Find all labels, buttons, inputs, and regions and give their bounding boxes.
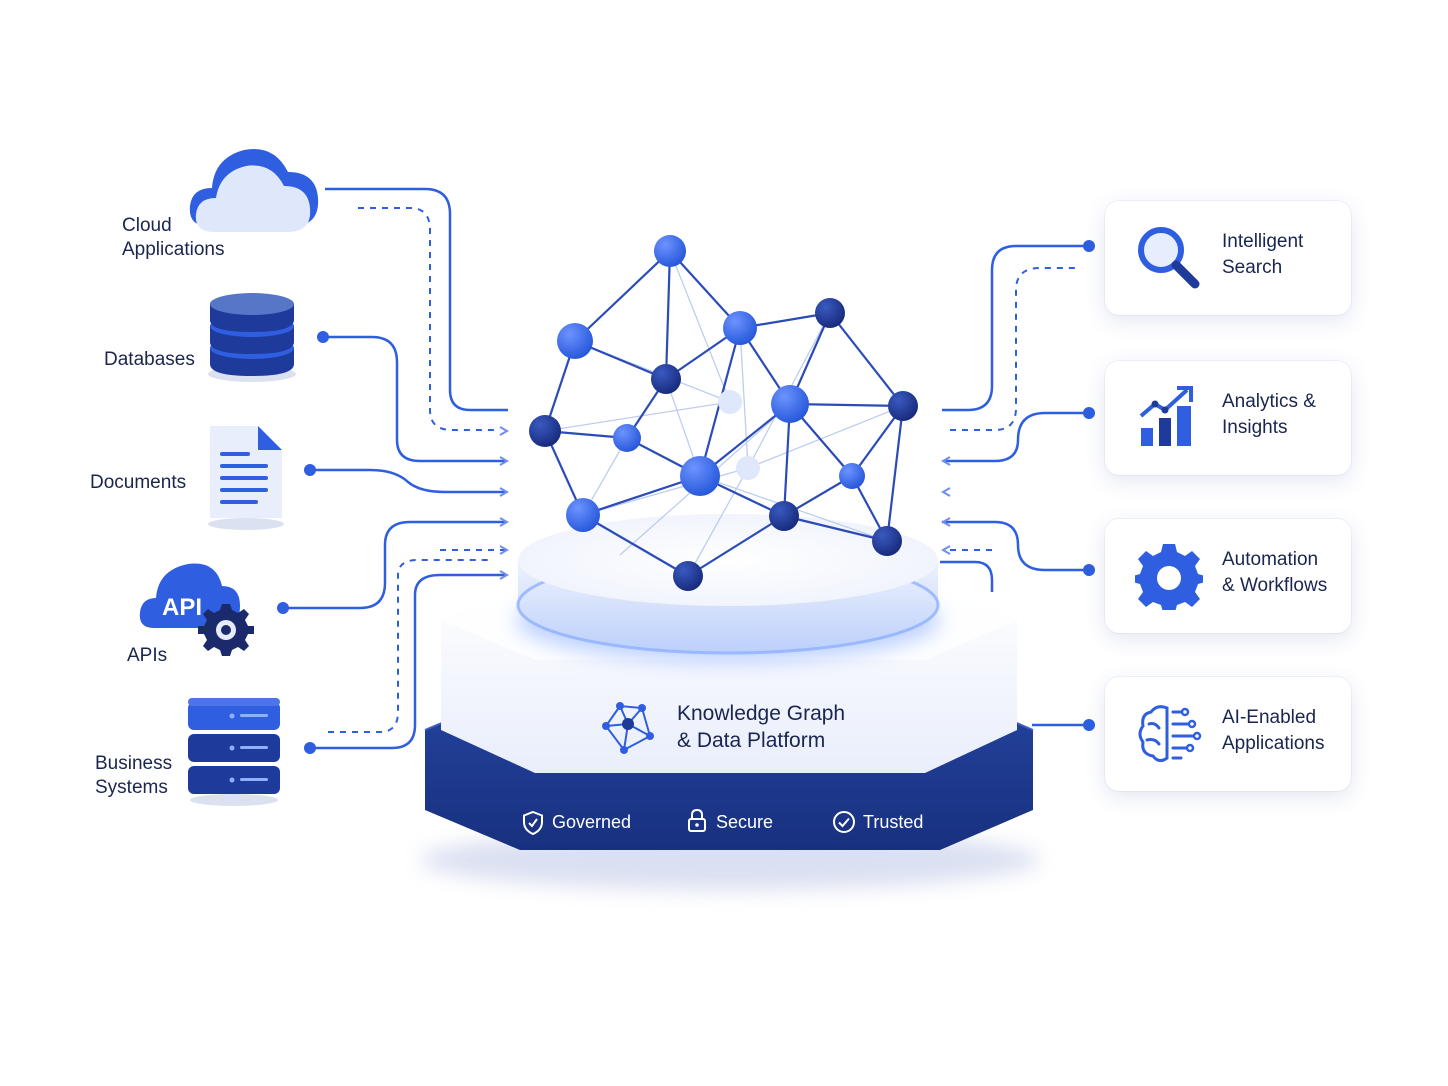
brain-circuit-icon [1138, 705, 1202, 763]
source-label-cloud-applications: Cloud Applications [122, 215, 225, 260]
database-icon [208, 293, 296, 382]
output-label-ai-enabled-applications: AI-Enabled Applications [1222, 707, 1325, 754]
document-icon [208, 426, 284, 530]
source-label-apis: APIs [127, 645, 168, 666]
source-label-databases: Databases [104, 349, 195, 370]
platform-title: Knowledge Graph & Data Platform [677, 702, 846, 752]
bar-chart-trend-icon [1139, 386, 1193, 446]
output-card-automation-workflows: Automation & Workflows [1105, 519, 1351, 633]
output-label-intelligent-search: Intelligent Search [1222, 231, 1304, 278]
magnifier-icon [1138, 227, 1200, 289]
badge-trusted: Trusted [863, 812, 924, 832]
api-cloud-gear-icon: API [139, 563, 254, 656]
knowledge-graph [529, 235, 918, 591]
output-connectors [940, 244, 1088, 727]
source-connector-dots [277, 331, 329, 754]
output-card-intelligent-search: Intelligent Search [1105, 201, 1351, 315]
output-card-analytics-insights: Analytics & Insights [1105, 361, 1351, 475]
source-arrowheads [499, 426, 510, 580]
check-circle-icon [833, 811, 855, 833]
network-graph-icon [602, 702, 654, 754]
cloud-icon [189, 148, 319, 232]
gear-icon [1135, 544, 1203, 610]
source-connectors [285, 187, 508, 750]
source-label-business-systems: Business Systems [95, 753, 173, 798]
output-connector-dots [1083, 240, 1095, 731]
shield-check-icon [523, 810, 543, 836]
output-label-analytics-insights: Analytics & Insights [1222, 391, 1316, 438]
lock-icon [688, 808, 706, 832]
badge-secure: Secure [716, 812, 774, 832]
server-stack-icon [188, 698, 280, 806]
output-card-ai-enabled-applications: AI-Enabled Applications [1105, 677, 1351, 791]
source-label-documents: Documents [90, 472, 187, 493]
output-arrowheads [940, 456, 951, 555]
output-label-automation-workflows: Automation & Workflows [1222, 549, 1328, 596]
badge-governed: Governed [552, 812, 632, 832]
api-icon-text: API [162, 594, 202, 621]
